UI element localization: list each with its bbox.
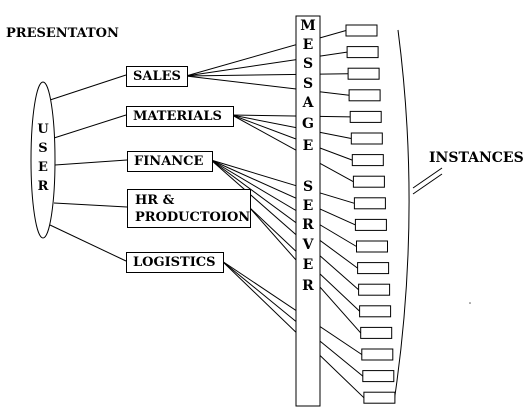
user-to-module-line [54, 159, 128, 166]
message-server-letter: E [302, 198, 314, 214]
message-server-letter: E [302, 257, 314, 273]
module-box-finance: FINANCE [127, 151, 213, 172]
message-server-letter: S [302, 56, 314, 72]
module-label-line-2: PRODUCTOION [135, 210, 251, 225]
module-label: LOGISTICS [133, 255, 216, 270]
instance-box [349, 110, 382, 123]
module-label-line-1: HR & [135, 193, 175, 208]
instance-box [346, 46, 379, 59]
instance-box [345, 24, 378, 37]
module-to-instance-line [210, 159, 358, 269]
instance-box [361, 348, 394, 361]
user-to-module-line [53, 114, 127, 139]
user-letter: R [37, 179, 49, 194]
connector-lines [49, 30, 365, 399]
instance-box [352, 175, 385, 188]
module-to-instance-line [231, 114, 354, 183]
message-server-letter: G [302, 116, 314, 132]
module-to-instance-line [221, 260, 363, 355]
instance-box [348, 89, 381, 102]
module-box-hr-production: HR & PRODUCTOION [127, 189, 251, 228]
module-to-instance-line [210, 159, 356, 226]
message-server-letter: R [302, 278, 314, 294]
stray-dot [469, 302, 471, 304]
module-to-instance-line [185, 75, 350, 96]
instance-box [359, 305, 392, 318]
user-letter: E [38, 160, 48, 175]
module-label: MATERIALS [133, 109, 222, 124]
module-box-logistics: LOGISTICS [126, 252, 224, 273]
module-label: FINANCE [134, 154, 204, 169]
module-to-instance-line [210, 159, 357, 247]
user-to-module-line [49, 224, 127, 262]
instances-pointer-upper [412, 167, 443, 189]
message-server-bar [295, 15, 321, 407]
user-to-module-line [53, 202, 128, 208]
user-ellipse [30, 81, 56, 239]
instance-box [360, 326, 393, 339]
message-server-letter: V [302, 237, 314, 253]
presentation-label: PRESENTATON [6, 26, 119, 41]
message-server-letter: M [300, 18, 316, 34]
user-letter: U [37, 122, 49, 137]
module-to-instance-line [185, 51, 348, 77]
instance-box [363, 391, 396, 404]
module-box-materials: MATERIALS [126, 106, 234, 127]
module-to-instance-line [231, 114, 353, 161]
instances-label: INSTANCES [429, 150, 524, 166]
message-server-letter: S [302, 76, 314, 92]
module-to-instance-line [210, 159, 355, 204]
message-server-letter: S [302, 179, 314, 195]
user-to-module-line [49, 74, 127, 101]
instance-boxes [345, 24, 396, 404]
message-server-letter: A [302, 95, 314, 111]
instance-box [350, 132, 383, 145]
instance-box [358, 283, 391, 296]
module-label: SALES [133, 69, 181, 84]
instance-box [362, 370, 395, 383]
message-server-letter: E [302, 37, 314, 53]
instance-box [347, 67, 380, 80]
instances-pointer-lower [412, 173, 443, 195]
module-to-instance-line [221, 260, 364, 377]
module-to-instance-line [221, 260, 365, 399]
instance-box [353, 197, 386, 210]
module-to-instance-line [185, 73, 349, 77]
instance-box [357, 262, 390, 275]
user-letter: S [38, 141, 48, 156]
message-server-letter: E [302, 138, 314, 154]
instance-box [356, 240, 388, 253]
instance-box [351, 154, 384, 167]
instances-bracket [393, 29, 410, 403]
module-to-instance-line [231, 114, 352, 139]
module-to-instance-line [210, 159, 359, 291]
module-box-sales: SALES [126, 66, 188, 87]
message-server-letter: R [302, 217, 314, 233]
instance-box [354, 218, 387, 231]
module-to-instance-line [231, 114, 351, 118]
module-to-instance-line [185, 30, 347, 77]
